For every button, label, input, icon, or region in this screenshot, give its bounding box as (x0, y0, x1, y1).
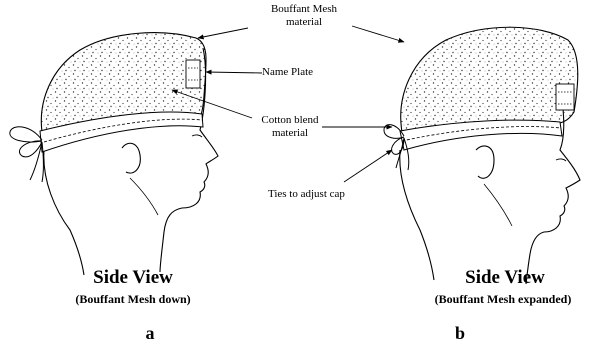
cap-a-tie-bow (10, 127, 44, 182)
arrow-mesh-to-a (198, 28, 248, 38)
head-b-jaw (484, 184, 512, 226)
head-a-ear (122, 143, 140, 173)
panel-b-subtitle: (Bouffant Mesh expanded) (418, 292, 588, 306)
head-a-back-outline (44, 150, 84, 275)
callout-arrows (172, 26, 404, 182)
cap-b-name-plate (556, 84, 574, 110)
head-b-back-outline (400, 150, 434, 280)
label-bouffant-mesh: Bouffant Mesh material (244, 3, 364, 29)
label-bouffant-mesh-line1: Bouffant Mesh (244, 3, 364, 16)
cap-a-name-plate (186, 60, 200, 88)
label-cotton-line1: Cotton blend (250, 114, 330, 127)
label-cotton-blend: Cotton blend material (250, 114, 330, 140)
cap-b-mesh (401, 27, 578, 132)
label-cotton-line2: material (250, 127, 330, 140)
arrow-name-plate (206, 72, 262, 73)
label-name-plate: Name Plate (262, 66, 352, 79)
panel-a-subtitle: (Bouffant Mesh down) (48, 292, 218, 306)
cap-a (10, 33, 206, 182)
panel-b-title: Side View (430, 268, 580, 288)
head-a-eye (192, 135, 202, 137)
cap-b (384, 27, 578, 170)
head-b-eye (556, 159, 566, 161)
panel-a-letter: a (140, 324, 160, 342)
label-bouffant-mesh-line2: material (244, 16, 364, 29)
label-ties-text: Ties to adjust cap (268, 188, 345, 200)
head-a-jaw (130, 178, 158, 215)
head-b-ear (476, 146, 494, 178)
panel-b-letter: b (450, 324, 470, 342)
label-ties: Ties to adjust cap (268, 188, 388, 201)
label-name-plate-text: Name Plate (262, 66, 313, 78)
panel-a-title: Side View (58, 268, 208, 288)
arrow-ties-to-b (344, 150, 392, 182)
